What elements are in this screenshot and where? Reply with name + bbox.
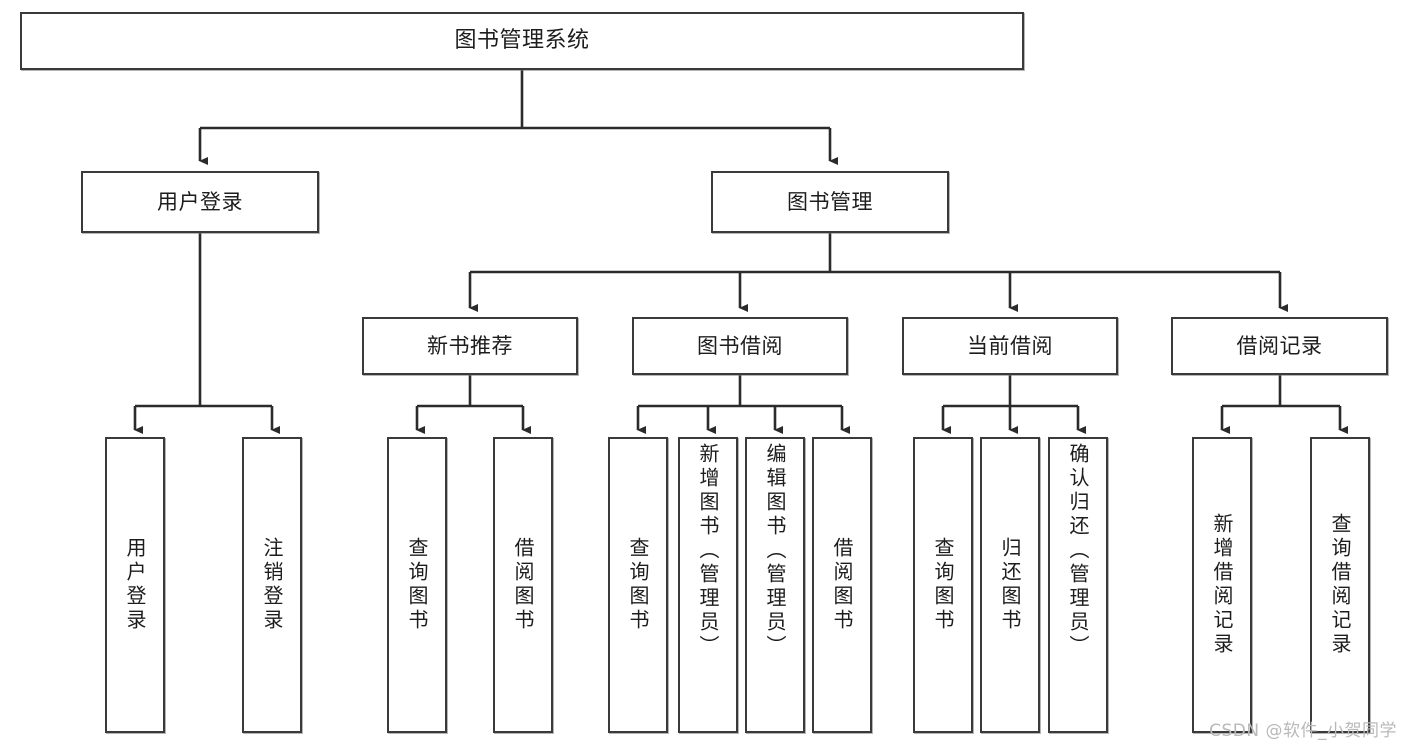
node-book-management[interactable]: 图书管理 xyxy=(711,171,949,233)
leaf-label: 用户登录 xyxy=(123,537,147,633)
node-book-borrow[interactable]: 图书借阅 xyxy=(632,317,848,375)
leaf-label: 新增图书（管理员） xyxy=(696,443,720,659)
node-new-book-recommend[interactable]: 新书推荐 xyxy=(362,317,578,375)
leaf-borrow-add-book-admin[interactable]: 新增图书（管理员） xyxy=(678,437,738,733)
node-book-borrow-label: 图书借阅 xyxy=(697,333,783,358)
leaf-label: 借阅图书 xyxy=(511,537,535,633)
leaf-record-add-record[interactable]: 新增借阅记录 xyxy=(1192,437,1252,733)
leaf-current-return-book[interactable]: 归还图书 xyxy=(980,437,1040,733)
node-current-borrow-label: 当前借阅 xyxy=(967,333,1053,358)
leaf-borrow-edit-book-admin[interactable]: 编辑图书（管理员） xyxy=(745,437,805,733)
node-book-management-label: 图书管理 xyxy=(787,189,873,214)
leaf-user-login-login[interactable]: 用户登录 xyxy=(105,437,165,733)
leaf-current-confirm-return-admin[interactable]: 确认归还（管理员） xyxy=(1048,437,1108,733)
leaf-recommend-query-book[interactable]: 查询图书 xyxy=(387,437,447,733)
leaf-recommend-borrow-book[interactable]: 借阅图书 xyxy=(493,437,553,733)
leaf-label: 查询图书 xyxy=(405,537,429,633)
node-user-login[interactable]: 用户登录 xyxy=(81,171,319,233)
node-borrow-record-label: 借阅记录 xyxy=(1236,333,1323,358)
leaf-label: 确认归还（管理员） xyxy=(1066,443,1090,659)
node-current-borrow[interactable]: 当前借阅 xyxy=(902,317,1118,375)
leaf-label: 查询图书 xyxy=(626,537,650,633)
leaf-label: 查询图书 xyxy=(931,537,955,633)
leaf-label: 查询借阅记录 xyxy=(1328,513,1352,657)
leaf-user-login-logout[interactable]: 注销登录 xyxy=(242,437,302,733)
leaf-label: 借阅图书 xyxy=(830,537,854,633)
leaf-label: 归还图书 xyxy=(998,537,1022,633)
node-root-label: 图书管理系统 xyxy=(454,28,590,54)
node-user-login-label: 用户登录 xyxy=(157,189,243,214)
leaf-label: 新增借阅记录 xyxy=(1210,513,1234,657)
watermark: CSDN @软件_小贺同学 xyxy=(1209,721,1397,741)
node-new-book-recommend-label: 新书推荐 xyxy=(427,333,513,358)
leaf-label: 编辑图书（管理员） xyxy=(763,443,787,659)
node-root[interactable]: 图书管理系统 xyxy=(20,12,1024,70)
leaf-label: 注销登录 xyxy=(260,537,284,633)
leaf-current-query-book[interactable]: 查询图书 xyxy=(913,437,973,733)
leaf-borrow-query-book[interactable]: 查询图书 xyxy=(608,437,668,733)
leaf-record-query-record[interactable]: 查询借阅记录 xyxy=(1310,437,1370,733)
node-borrow-record[interactable]: 借阅记录 xyxy=(1171,317,1388,375)
leaf-borrow-borrow-book[interactable]: 借阅图书 xyxy=(812,437,872,733)
